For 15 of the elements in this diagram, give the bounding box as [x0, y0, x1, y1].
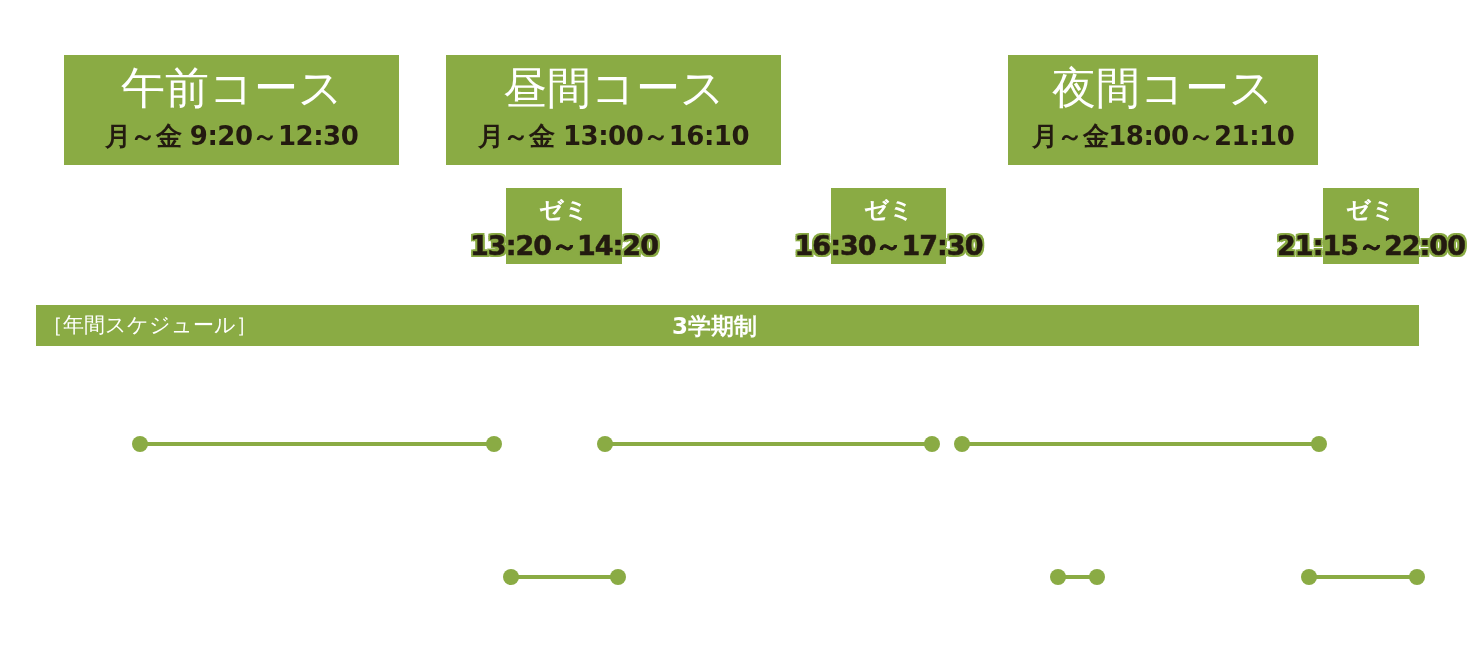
course-hours: 月～金 13:00～16:10	[476, 120, 751, 153]
course-title: 夜間コース	[1051, 65, 1275, 114]
seminar-label: ゼミ	[1345, 194, 1397, 226]
course-box	[64, 55, 399, 165]
schedule-bar	[36, 305, 1419, 346]
seminar-label: ゼミ	[538, 194, 590, 226]
course-title: 昼間コース	[501, 65, 726, 114]
course-hours: 月～金18:00～21:10	[1030, 120, 1296, 153]
course-title: 午前コース	[119, 65, 344, 114]
seminar-label: ゼミ	[862, 194, 915, 226]
course-hours: 月～金 9:20～12:30	[103, 120, 360, 153]
schedule-heading: ［年間スケジュール］	[42, 312, 257, 339]
course-box	[446, 55, 781, 165]
term-system-label: 3学期制	[672, 312, 757, 341]
course-box	[1008, 55, 1318, 165]
